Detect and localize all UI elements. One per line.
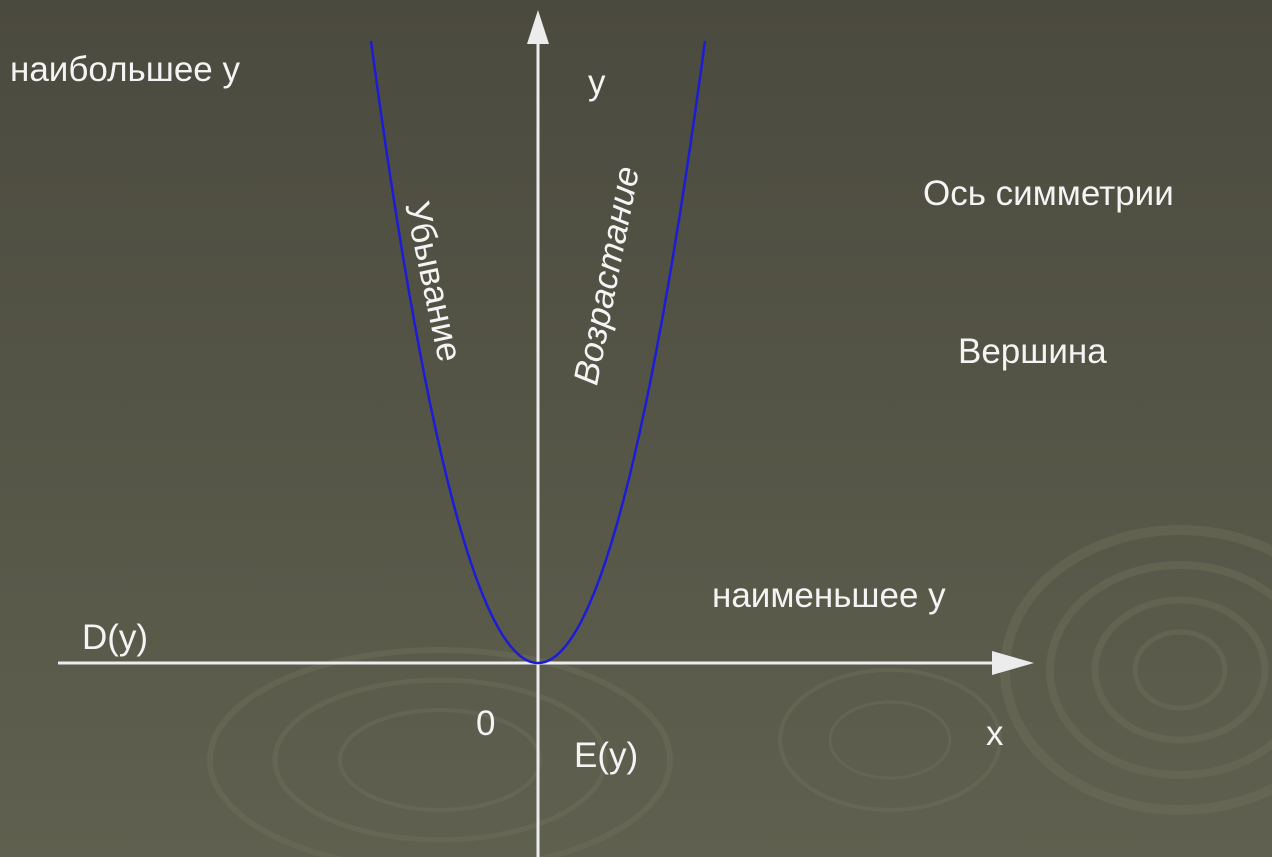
ripple-ring: [828, 700, 952, 780]
y-axis-arrow: [527, 10, 549, 44]
ripple-ring: [272, 677, 608, 843]
min-y-label: наименьшее y: [712, 576, 946, 615]
x-axis-arrow: [992, 651, 1034, 675]
parabola-curve: [369, 40, 707, 665]
ripple-ring: [1091, 596, 1269, 744]
max-y-label: наибольшее y: [10, 50, 240, 89]
ripple-ring: [1046, 561, 1272, 779]
domain-label: D(y): [82, 618, 149, 657]
symmetry-axis-label: Ось симметрии: [923, 174, 1174, 213]
y-axis-label: y: [588, 63, 606, 102]
vertex-label: Вершина: [958, 332, 1107, 371]
range-label: E(y): [574, 736, 639, 775]
x-axis-label: x: [986, 714, 1004, 753]
origin-label: 0: [476, 704, 496, 743]
ripple-ring: [778, 668, 1002, 812]
ripple-ring: [1132, 629, 1228, 711]
ripple-ring: [207, 647, 673, 857]
ripple-ring: [338, 708, 542, 812]
